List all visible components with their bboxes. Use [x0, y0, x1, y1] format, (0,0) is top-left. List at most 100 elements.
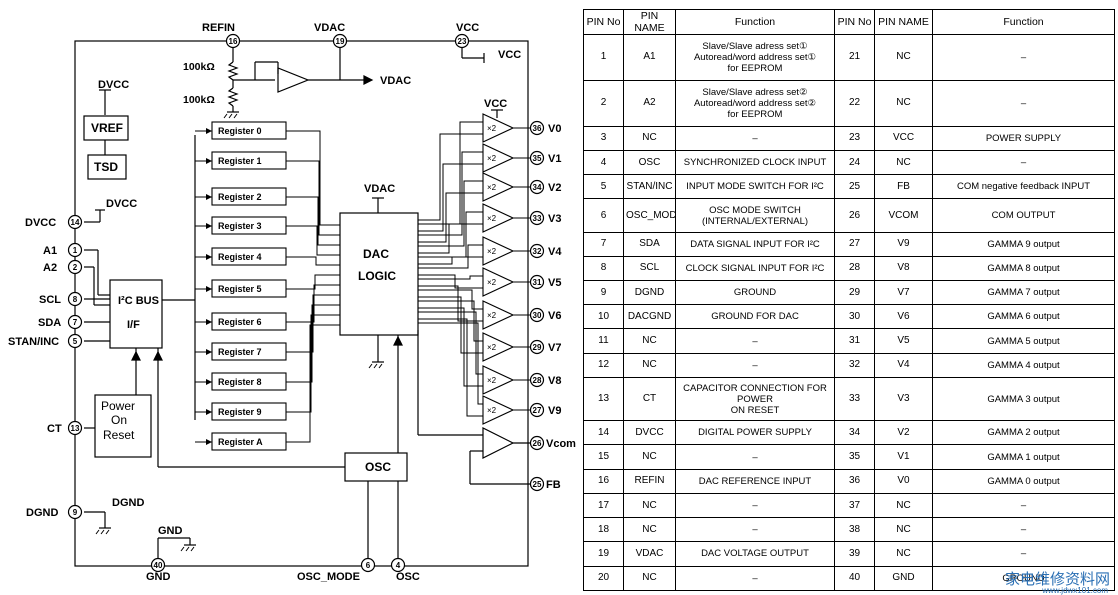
output-pin-circle	[529, 150, 545, 166]
osc-block-label: OSC	[365, 460, 391, 474]
dvcc-sup-label: DVCC	[106, 198, 137, 210]
cell-n2: 23	[834, 125, 875, 152]
cell-f1: –	[675, 352, 835, 378]
gain-amp	[482, 300, 515, 330]
dac-label-1: DAC	[363, 247, 389, 261]
cell-n2: 25	[834, 174, 875, 200]
cell-p2: NC	[874, 150, 933, 176]
cell-f1: CAPACITOR CONNECTION FOR POWER ON RESET	[675, 376, 835, 422]
cell-f2: GAMMA 2 output	[932, 420, 1115, 446]
column-header: Function	[675, 9, 835, 35]
cell-n2: 39	[834, 541, 875, 567]
cell-n2: 37	[834, 492, 875, 519]
dac-label-2: LOGIC	[358, 269, 396, 283]
cell-p2: NC	[874, 34, 933, 81]
cell-p2: V0	[874, 468, 933, 494]
cell-p2: V9	[874, 231, 933, 257]
pin-osc-number: 4	[396, 561, 401, 570]
pin-refin-circle	[225, 33, 241, 49]
pin-osc_mode-number: 6	[366, 561, 371, 570]
cell-f1: –	[675, 492, 835, 519]
gain-amp	[482, 236, 515, 266]
dgnd-pin-label: DGND	[26, 507, 58, 519]
cell-p1: CT	[623, 376, 676, 422]
cell-f2: –	[932, 492, 1115, 519]
cell-n1: 12	[583, 352, 624, 378]
cell-f2: GAMMA 8 output	[932, 255, 1115, 282]
pin-a1-circle	[67, 242, 83, 258]
a1-label: A1	[43, 245, 57, 257]
cell-p2: NC	[874, 492, 933, 519]
output-pin-circle	[529, 120, 545, 136]
cell-n1: 9	[583, 280, 624, 306]
vdac-buffer-amp	[277, 67, 310, 93]
i2c-label-1: I²C BUS	[118, 295, 159, 307]
cell-f2: GROUND	[932, 565, 1115, 592]
res2-label: 100kΩ	[183, 94, 215, 106]
output-pin-circle	[529, 372, 545, 388]
register-label: Register 5	[218, 284, 262, 294]
cell-n2: 35	[834, 444, 875, 470]
cell-f2: GAMMA 1 output	[932, 444, 1115, 470]
tsd-label: TSD	[94, 160, 118, 174]
cell-n1: 3	[583, 125, 624, 152]
output-pin-circle	[529, 339, 545, 355]
vdac-top-label: VDAC	[314, 22, 345, 34]
watermark-text: 家电维修资料网	[1004, 571, 1110, 588]
cell-n1: 2	[583, 79, 624, 127]
register-label: Register 4	[218, 252, 262, 262]
cell-p1: NC	[623, 328, 676, 354]
output-pin-label: V9	[548, 405, 561, 417]
output-pin-label: V8	[548, 375, 561, 387]
pin-ct-number: 13	[71, 424, 80, 433]
gain-label: ×2	[487, 343, 497, 352]
pin-stan-number: 5	[73, 337, 78, 346]
cell-n1: 16	[583, 468, 624, 494]
gain-label: ×2	[487, 376, 497, 385]
por-label-2: On	[111, 413, 127, 427]
cell-n1: 19	[583, 541, 624, 567]
gain-amp	[482, 332, 515, 362]
vcc-top-label: VCC	[456, 22, 479, 34]
output-pin-number: 31	[533, 278, 542, 287]
cell-p1: VDAC	[623, 541, 676, 567]
por-label-1: Power	[101, 399, 135, 413]
cell-n1: 8	[583, 255, 624, 282]
refin-label: REFIN	[202, 22, 235, 34]
cell-p2: FB	[874, 174, 933, 200]
pin-a2-circle	[67, 259, 83, 275]
output-pin-number: 33	[533, 214, 542, 223]
output-pin-circle	[529, 307, 545, 323]
cell-f2: COM negative feedback INPUT	[932, 174, 1115, 200]
cell-p1: A2	[623, 79, 676, 127]
cell-f1: –	[675, 444, 835, 470]
cell-f1: OSC MODE SWITCH (INTERNAL/EXTERNAL)	[675, 198, 835, 233]
cell-n1: 17	[583, 492, 624, 519]
cell-n2: 27	[834, 231, 875, 257]
cell-p2: V1	[874, 444, 933, 470]
pin-vcom-circle	[529, 435, 545, 451]
scl-label: SCL	[39, 294, 61, 306]
register-label: Register 3	[218, 221, 262, 231]
cell-f1: –	[675, 125, 835, 152]
gain-label: ×2	[487, 311, 497, 320]
pin-dvcc-circle	[67, 214, 83, 230]
cell-n2: 21	[834, 34, 875, 81]
vcom-label: Vcom	[546, 438, 576, 450]
cell-p2: VCC	[874, 125, 933, 152]
pin-osc-circle	[390, 557, 406, 573]
